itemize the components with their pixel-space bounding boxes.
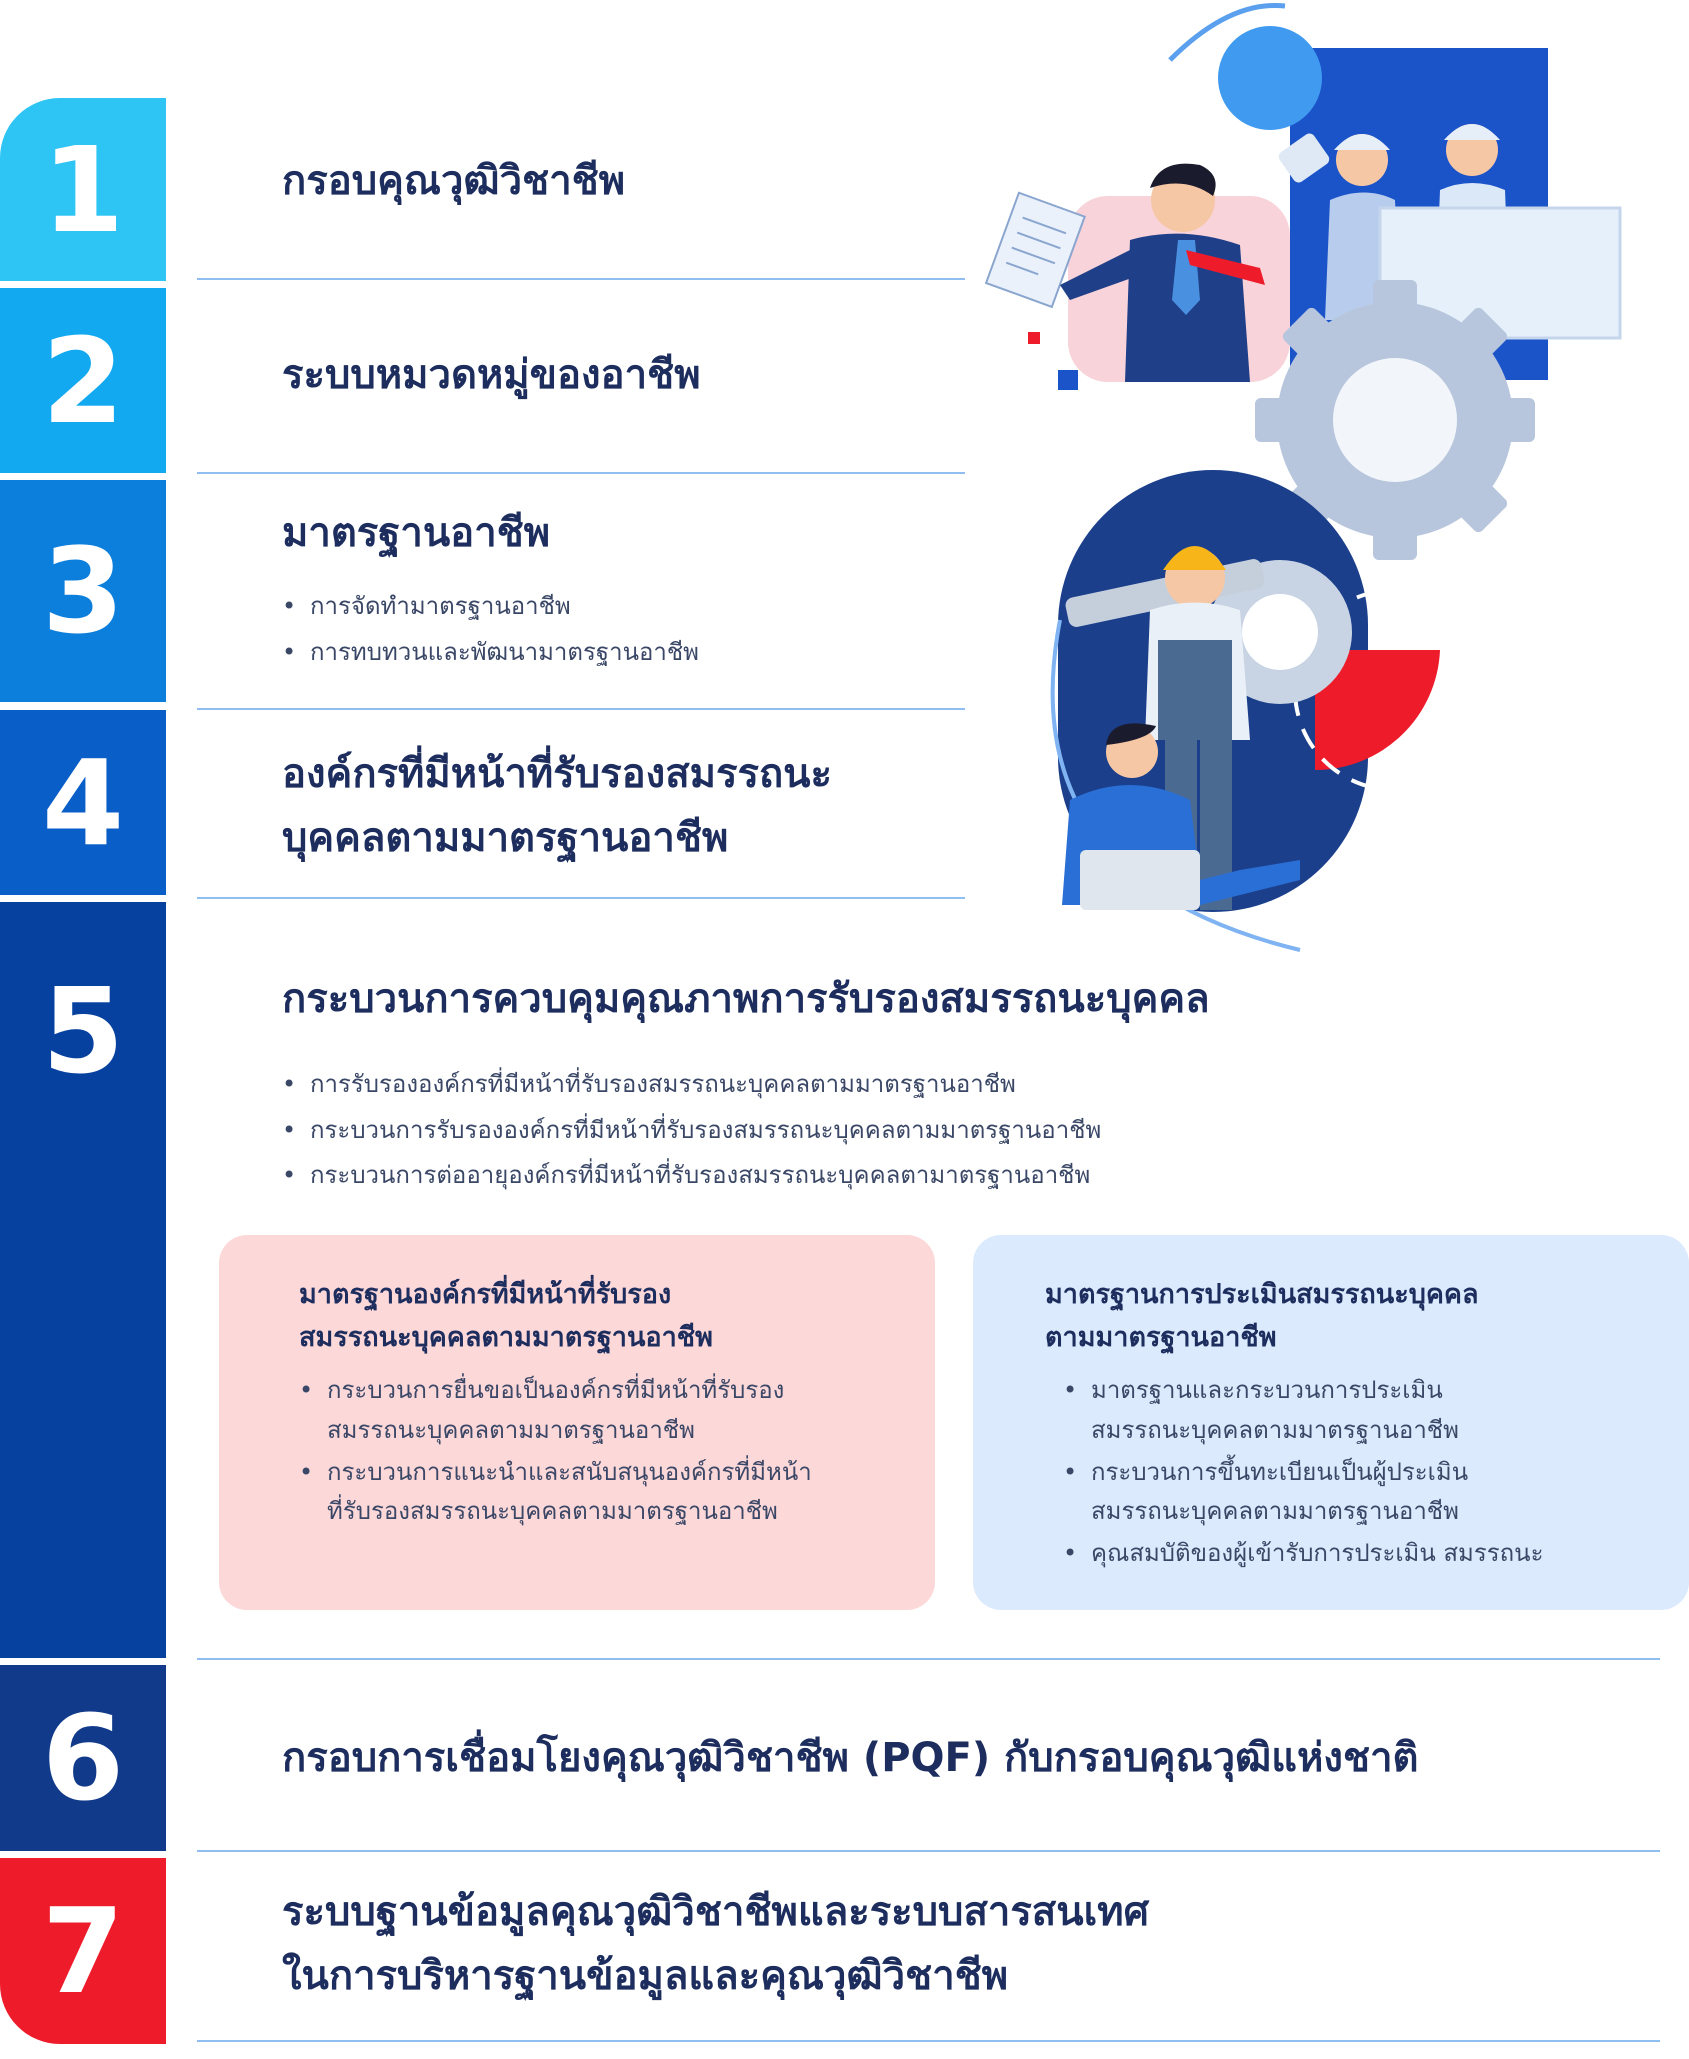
section-2-title: ระบบหมวดหมู่ของอาชีพ — [282, 352, 701, 398]
card-title-line: มาตรฐานการประเมินสมรรถนะบุคคล — [1045, 1279, 1479, 1310]
section-7-title: ระบบฐานข้อมูลคุณวุฒิวิชาชีพและระบบสารสนเ… — [282, 1880, 1149, 2008]
section-4-title-line-2: บุคคลตามมาตรฐานอาชีพ — [282, 815, 729, 861]
card-title-line: สมรรถนะบุคคลตามมาตรฐานอาชีพ — [299, 1322, 713, 1354]
card-list: มาตรฐานและกระบวนการประเมิน สมรรถนะบุคคลต… — [1045, 1371, 1629, 1573]
engineers-figure — [1325, 124, 1622, 340]
section-number-7: 7 — [0, 1858, 166, 2044]
divider — [197, 708, 965, 710]
decorative-arc — [1168, 2, 1286, 62]
section-number-2: 2 — [0, 288, 166, 473]
card-title: มาตรฐานองค์กรที่มีหน้าที่รับรอง สมรรถนะบ… — [299, 1273, 875, 1359]
section-number-3: 3 — [0, 480, 166, 702]
divider — [197, 1658, 1660, 1660]
section-7-title-line-2: ในการบริหารฐานข้อมูลและคุณวุฒิวิชาชีพ — [282, 1953, 1009, 1999]
list-item: กระบวนการขึ้นทะเบียนเป็นผู้ประเมิน สมรรถ… — [1063, 1453, 1629, 1532]
list-item: กระบวนการแนะนำและสนับสนุนองค์กรที่มีหน้า… — [299, 1453, 875, 1532]
laptop-user-figure — [1062, 723, 1300, 910]
card-list: กระบวนการยื่นขอเป็นองค์กรที่มีหน้าที่รับ… — [299, 1371, 875, 1531]
laptop-icon — [1080, 850, 1200, 910]
section-6-title: กรอบการเชื่อมโยงคุณวุฒิวิชาชีพ (PQF) กับ… — [282, 1735, 1419, 1781]
list-item: คุณสมบัติของผู้เข้ารับการประเมิน สมรรถนะ — [1063, 1534, 1629, 1574]
section-5-bullets: การรับรององค์กรที่มีหน้าที่รับรองสมรรถนะ… — [282, 1062, 1101, 1199]
list-item: การจัดทำมาตรฐานอาชีพ — [282, 584, 699, 630]
section-7-title-line-1: ระบบฐานข้อมูลคุณวุฒิวิชาชีพและระบบสารสนเ… — [282, 1889, 1149, 1935]
gear-icon — [1255, 280, 1535, 560]
card-title: มาตรฐานการประเมินสมรรถนะบุคคล ตามมาตรฐาน… — [1045, 1273, 1629, 1359]
section-number-4: 4 — [0, 710, 166, 895]
document-icon — [984, 191, 1086, 309]
divider — [197, 2040, 1660, 2042]
assessment-standard-card: มาตรฐานการประเมินสมรรถนะบุคคล ตามมาตรฐาน… — [973, 1235, 1689, 1610]
section-4-title: องค์กรที่มีหน้าที่รับรองสมรรถนะ บุคคลตาม… — [282, 742, 832, 870]
divider — [197, 1850, 1660, 1852]
businessman-figure — [1060, 163, 1265, 382]
card-title-line: มาตรฐานองค์กรที่มีหน้าที่รับรอง — [299, 1279, 672, 1310]
section-5-title: กระบวนการควบคุมคุณภาพการรับรองสมรรถนะบุค… — [282, 976, 1210, 1022]
divider — [197, 472, 965, 474]
list-item: กระบวนการรับรององค์กรที่มีหน้าที่รับรองส… — [282, 1108, 1101, 1154]
list-item: มาตรฐานและกระบวนการประเมิน สมรรถนะบุคคลต… — [1063, 1371, 1629, 1450]
section-number-5: 5 — [0, 902, 166, 1658]
lightbulb-icon — [1218, 26, 1330, 183]
card-title-line: ตามมาตรฐานอาชีพ — [1045, 1322, 1277, 1354]
list-item: การรับรององค์กรที่มีหน้าที่รับรองสมรรถนะ… — [282, 1062, 1101, 1108]
section-number-1: 1 — [0, 98, 166, 281]
section-number-6: 6 — [0, 1665, 166, 1851]
career-illustration — [984, 2, 1622, 952]
organization-standard-card: มาตรฐานองค์กรที่มีหน้าที่รับรอง สมรรถนะบ… — [219, 1235, 935, 1610]
section-3-title: มาตรฐานอาชีพ — [282, 510, 551, 556]
list-item: กระบวนการยื่นขอเป็นองค์กรที่มีหน้าที่รับ… — [299, 1371, 875, 1450]
divider — [197, 897, 965, 899]
gear-outline-icon — [1293, 588, 1497, 792]
decorative-shape — [1315, 650, 1440, 771]
list-item: การทบทวนและพัฒนามาตรฐานอาชีพ — [282, 630, 699, 676]
divider — [197, 278, 965, 280]
section-4-title-line-1: องค์กรที่มีหน้าที่รับรองสมรรถนะ — [282, 751, 832, 797]
section-1-title: กรอบคุณวุฒิวิชาชีพ — [282, 158, 626, 204]
list-item: กระบวนการต่ออายุองค์กรที่มีหน้าที่รับรอง… — [282, 1153, 1101, 1199]
section-3-bullets: การจัดทำมาตรฐานอาชีพ การทบทวนและพัฒนามาต… — [282, 584, 699, 675]
